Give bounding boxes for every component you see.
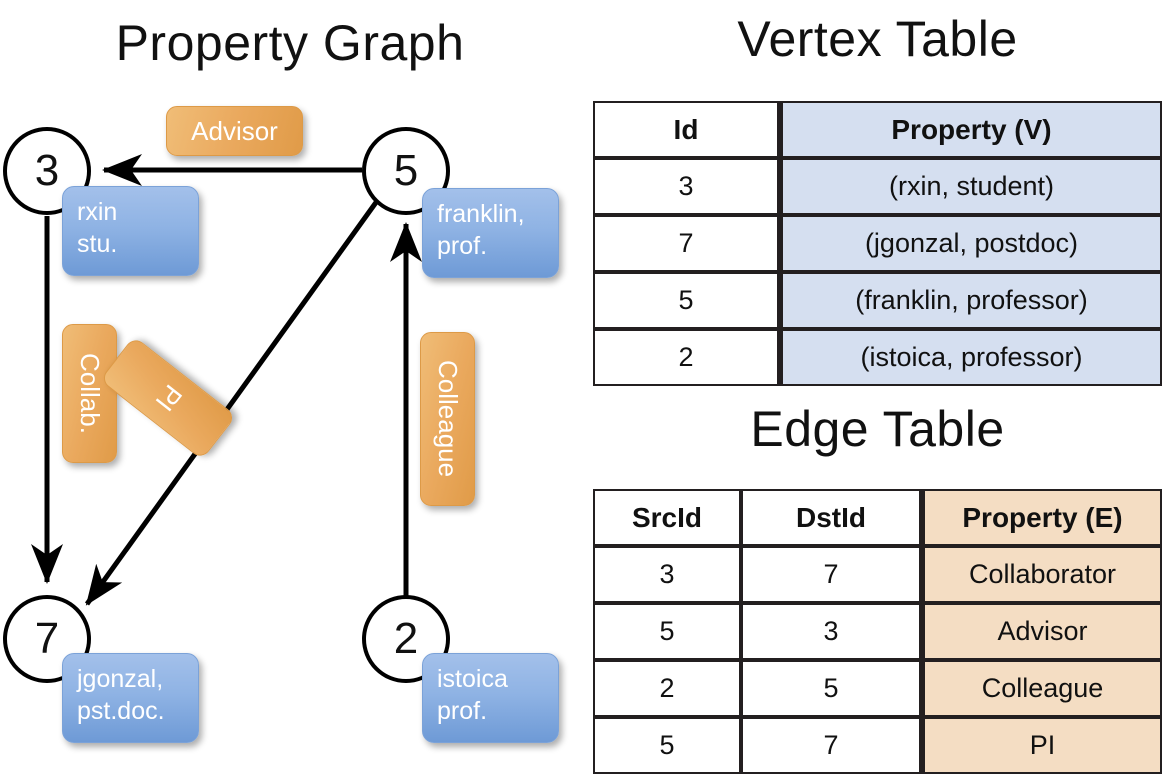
table-row: 3 (rxin, student) <box>593 158 1162 215</box>
table-row: 5 7 PI <box>593 717 1162 774</box>
edge-row-3-src: 5 <box>593 717 741 774</box>
table-row: 5 (franklin, professor) <box>593 272 1162 329</box>
vertex-property-box-3-line2: stu. <box>77 230 118 258</box>
edge-row-0-dst: 7 <box>741 546 921 603</box>
vertex-property-box-5-line2: prof. <box>437 232 488 260</box>
edge-row-1-property: Advisor <box>921 603 1162 660</box>
graph-node-3-label: 3 <box>34 146 60 195</box>
vertex-property-box-2-line2: prof. <box>437 697 488 725</box>
vertex-property-box-7-line2: pst.doc. <box>77 697 165 725</box>
vertex-table: Id Property (V) 3 (rxin, student) 7 (jgo… <box>593 101 1162 386</box>
edge-row-3-property: PI <box>921 717 1162 774</box>
vertex-property-box-2: istoica prof. <box>422 653 559 743</box>
graph-node-5[interactable]: 5 <box>362 127 450 215</box>
vertex-property-box-3-line1: rxin <box>77 198 118 226</box>
vertex-row-3-property: (istoica, professor) <box>779 329 1162 386</box>
vertex-row-1-property: (jgonzal, postdoc) <box>779 215 1162 272</box>
vertex-property-box-7: jgonzal, pst.doc. <box>62 653 199 743</box>
edge-5-to-7 <box>84 199 380 606</box>
vertex-table-header-row: Id Property (V) <box>593 101 1162 158</box>
vertex-property-box-3: rxin stu. <box>62 186 199 276</box>
property-graph-panel: Property Graph 3 5 7 2 <box>0 0 585 760</box>
edge-label-colleague: Colleague <box>420 332 475 506</box>
edge-row-3-dst: 7 <box>741 717 921 774</box>
edge-row-1-dst: 3 <box>741 603 921 660</box>
graph-node-7-label: 7 <box>34 614 60 663</box>
edge-label-collab-text: Collab. <box>75 353 105 434</box>
edge-row-0-property: Collaborator <box>921 546 1162 603</box>
edge-row-1-src: 5 <box>593 603 741 660</box>
vertex-table-col-id: Id <box>593 101 779 158</box>
page-title-property-graph: Property Graph <box>115 15 465 71</box>
edge-label-pi-text: PI <box>149 379 188 418</box>
table-row: 5 3 Advisor <box>593 603 1162 660</box>
graph-node-2[interactable]: 2 <box>362 595 450 683</box>
graph-edges-svg <box>31 154 422 606</box>
edge-table: SrcId DstId Property (E) 3 7 Collaborato… <box>593 489 1162 774</box>
vertex-property-box-5-line1: franklin, <box>437 200 525 228</box>
vertex-row-2-property: (franklin, professor) <box>779 272 1162 329</box>
vertex-row-2-id: 5 <box>593 272 779 329</box>
vertex-table-col-property: Property (V) <box>779 101 1162 158</box>
edge-table-header-row: SrcId DstId Property (E) <box>593 489 1162 546</box>
edge-label-colleague-text: Colleague <box>433 360 463 478</box>
vertex-row-0-id: 3 <box>593 158 779 215</box>
table-row: 2 (istoica, professor) <box>593 329 1162 386</box>
table-row: 2 5 Colleague <box>593 660 1162 717</box>
edge-row-2-dst: 5 <box>741 660 921 717</box>
vertex-row-3-id: 2 <box>593 329 779 386</box>
vertex-property-box-5: franklin, prof. <box>422 188 559 278</box>
graph-node-2-label: 2 <box>393 614 419 663</box>
vertex-property-box-7-line1: jgonzal, <box>77 665 164 693</box>
vertex-property-box-2-line1: istoica <box>437 665 508 693</box>
edge-table-col-dstid: DstId <box>741 489 921 546</box>
edge-table-col-property: Property (E) <box>921 489 1162 546</box>
page-title-vertex-table: Vertex Table <box>737 11 1018 67</box>
edge-label-advisor-text: Advisor <box>191 115 278 146</box>
graph-node-5-label: 5 <box>393 146 419 195</box>
page-title-edge-table: Edge Table <box>750 401 1005 457</box>
edge-table-col-srcid: SrcId <box>593 489 741 546</box>
vertex-row-1-id: 7 <box>593 215 779 272</box>
edge-row-0-src: 3 <box>593 546 741 603</box>
table-row: 3 7 Collaborator <box>593 546 1162 603</box>
edge-label-collab: Collab. <box>62 324 117 463</box>
edge-label-advisor: Advisor <box>166 106 303 156</box>
table-row: 7 (jgonzal, postdoc) <box>593 215 1162 272</box>
vertex-row-0-property: (rxin, student) <box>779 158 1162 215</box>
edge-row-2-property: Colleague <box>921 660 1162 717</box>
edge-row-2-src: 2 <box>593 660 741 717</box>
